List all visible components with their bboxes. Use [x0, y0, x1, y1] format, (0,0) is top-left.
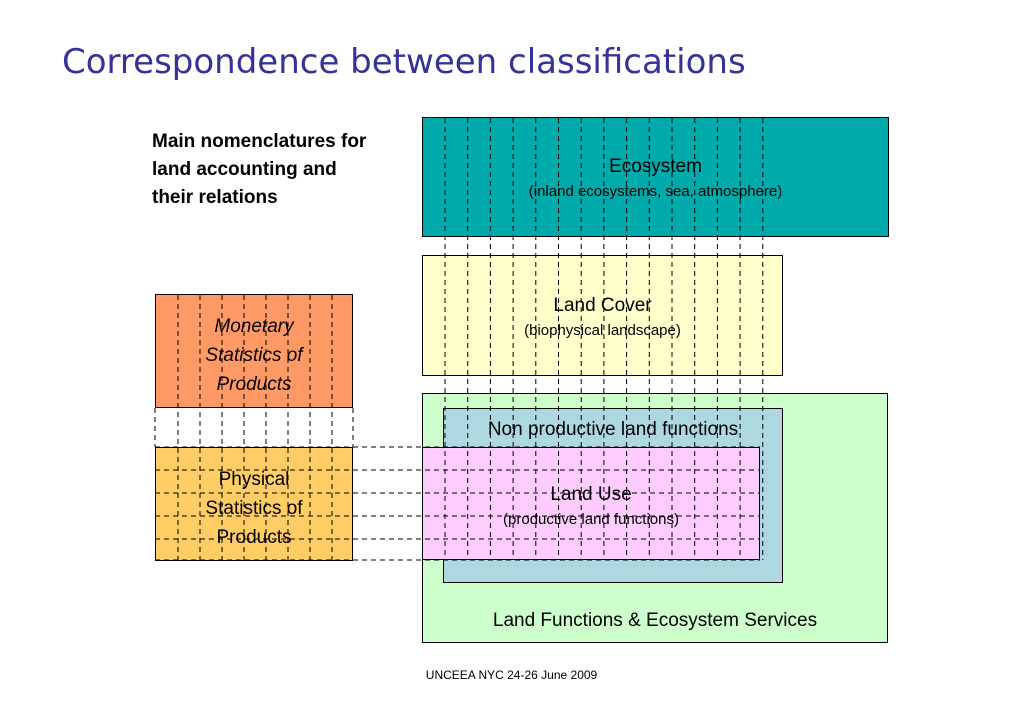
physical-statistics-box — [155, 447, 353, 561]
monetary-statistics-box — [155, 294, 353, 408]
ecosystem-sublabel: (inland ecosystems, sea, atmosphere) — [528, 183, 783, 200]
land-use-box — [422, 447, 760, 560]
land-cover-sublabel: (biophysical landscape) — [524, 322, 681, 339]
page-title: Correspondence between classifications — [62, 42, 746, 82]
diagram-subtitle: Main nomenclatures for land accounting a… — [152, 131, 367, 208]
land-cover-box — [422, 255, 783, 376]
monetary-statistics-label: Monetary Statistics of Products — [205, 316, 303, 395]
land-cover-label: Land Cover — [553, 295, 652, 316]
land-functions-label: Land Functions & Ecosystem Services — [492, 610, 818, 631]
physical-statistics-label: Physical Statistics of Products — [205, 469, 303, 548]
footer-text: UNCEEA NYC 24-26 June 2009 — [425, 668, 598, 682]
ecosystem-label: Ecosystem — [609, 156, 702, 177]
ecosystem-box — [422, 117, 889, 237]
land-use-sublabel: (productive land functions) — [503, 511, 679, 528]
non-productive-label: Non productive land functions — [487, 419, 739, 440]
land-use-label: Land Use — [550, 484, 632, 505]
